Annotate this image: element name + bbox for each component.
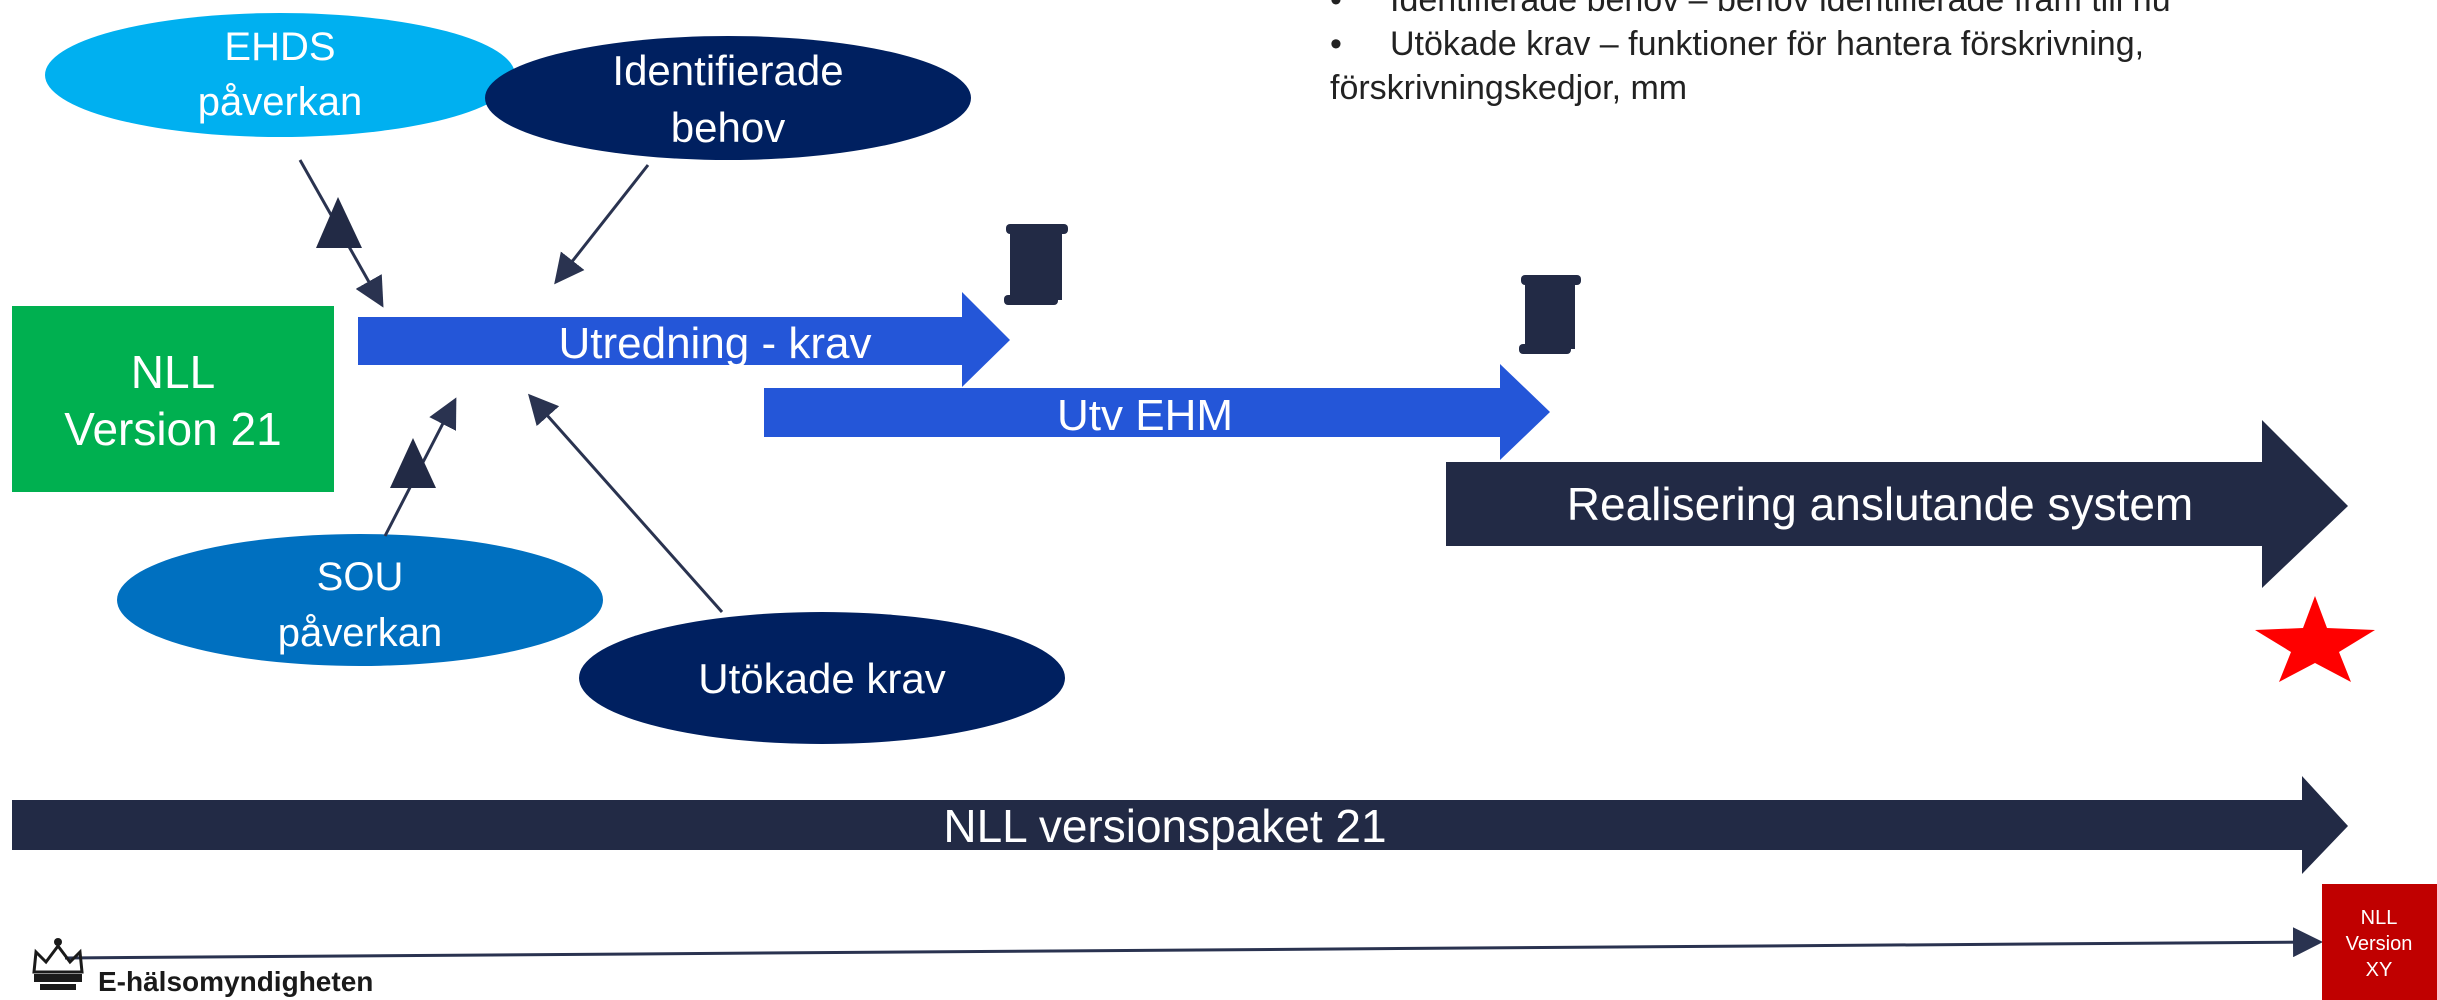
crown-logo-icon: [32, 938, 84, 990]
star-icon: [2255, 596, 2375, 682]
bullet-continuation: förskrivningskedjor, mm: [1330, 69, 1688, 107]
ehds-label-1: EHDS: [224, 25, 335, 69]
nll-xy-label-2: Version: [2346, 933, 2413, 955]
utredning-label: Utredning - krav: [558, 319, 871, 368]
bullet-text: Utökade krav – funktioner för hantera fö…: [1390, 25, 2145, 63]
sou-label-2: påverkan: [278, 611, 443, 655]
nll-version-box: [12, 306, 334, 492]
bullet-item: • Identifierade behov – behov identifier…: [1330, 0, 2430, 22]
nll-box-label-2: Version 21: [64, 403, 281, 455]
sou-label-1: SOU: [317, 555, 404, 599]
bullet-item: • Utökade krav – funktioner för hantera …: [1330, 22, 2430, 66]
nll-version-xy-box: [2322, 884, 2437, 1000]
timeline-line: [64, 927, 2323, 960]
versionspaket-arrow: [12, 776, 2348, 874]
bullet-list: • Identifierade behov – behov identifier…: [1330, 0, 2430, 110]
bullet-text: Identifierade behov – behov identifierad…: [1390, 0, 2171, 19]
nll-box-label-1: NLL: [131, 346, 215, 398]
identifierade-ellipse: [485, 36, 971, 160]
document-icon-1: [1004, 224, 1068, 305]
utv-ehm-arrow: [764, 364, 1550, 460]
utredning-arrow: [358, 292, 1010, 387]
realisering-arrow: [1446, 420, 2348, 588]
nll-xy-label-1: NLL: [2361, 907, 2398, 929]
ehds-ellipse: [45, 13, 515, 137]
logo-text: E-hälsomyndigheten: [98, 966, 374, 997]
utokade-ellipse: [579, 612, 1065, 744]
identifierade-label-2: behov: [671, 104, 785, 151]
utv-ehm-label: Utv EHM: [1057, 391, 1233, 440]
nll-xy-label-3: XY: [2366, 959, 2393, 981]
document-icon-2: [1519, 275, 1581, 354]
versionspaket-label: NLL versionspaket 21: [943, 800, 1386, 852]
sou-ellipse: [117, 534, 603, 666]
triangle-marker-lower: [390, 438, 436, 488]
utokade-label: Utökade krav: [698, 655, 945, 702]
bullet-dot: •: [1330, 0, 1342, 19]
realisering-label: Realisering anslutande system: [1567, 478, 2193, 530]
ehds-label-2: påverkan: [198, 80, 363, 124]
utokade-connector: [528, 393, 724, 613]
bullet-dot: •: [1330, 25, 1342, 63]
identifierade-label-1: Identifierade: [612, 47, 843, 94]
triangle-marker-upper: [316, 197, 362, 248]
identifierade-connector: [554, 164, 650, 285]
